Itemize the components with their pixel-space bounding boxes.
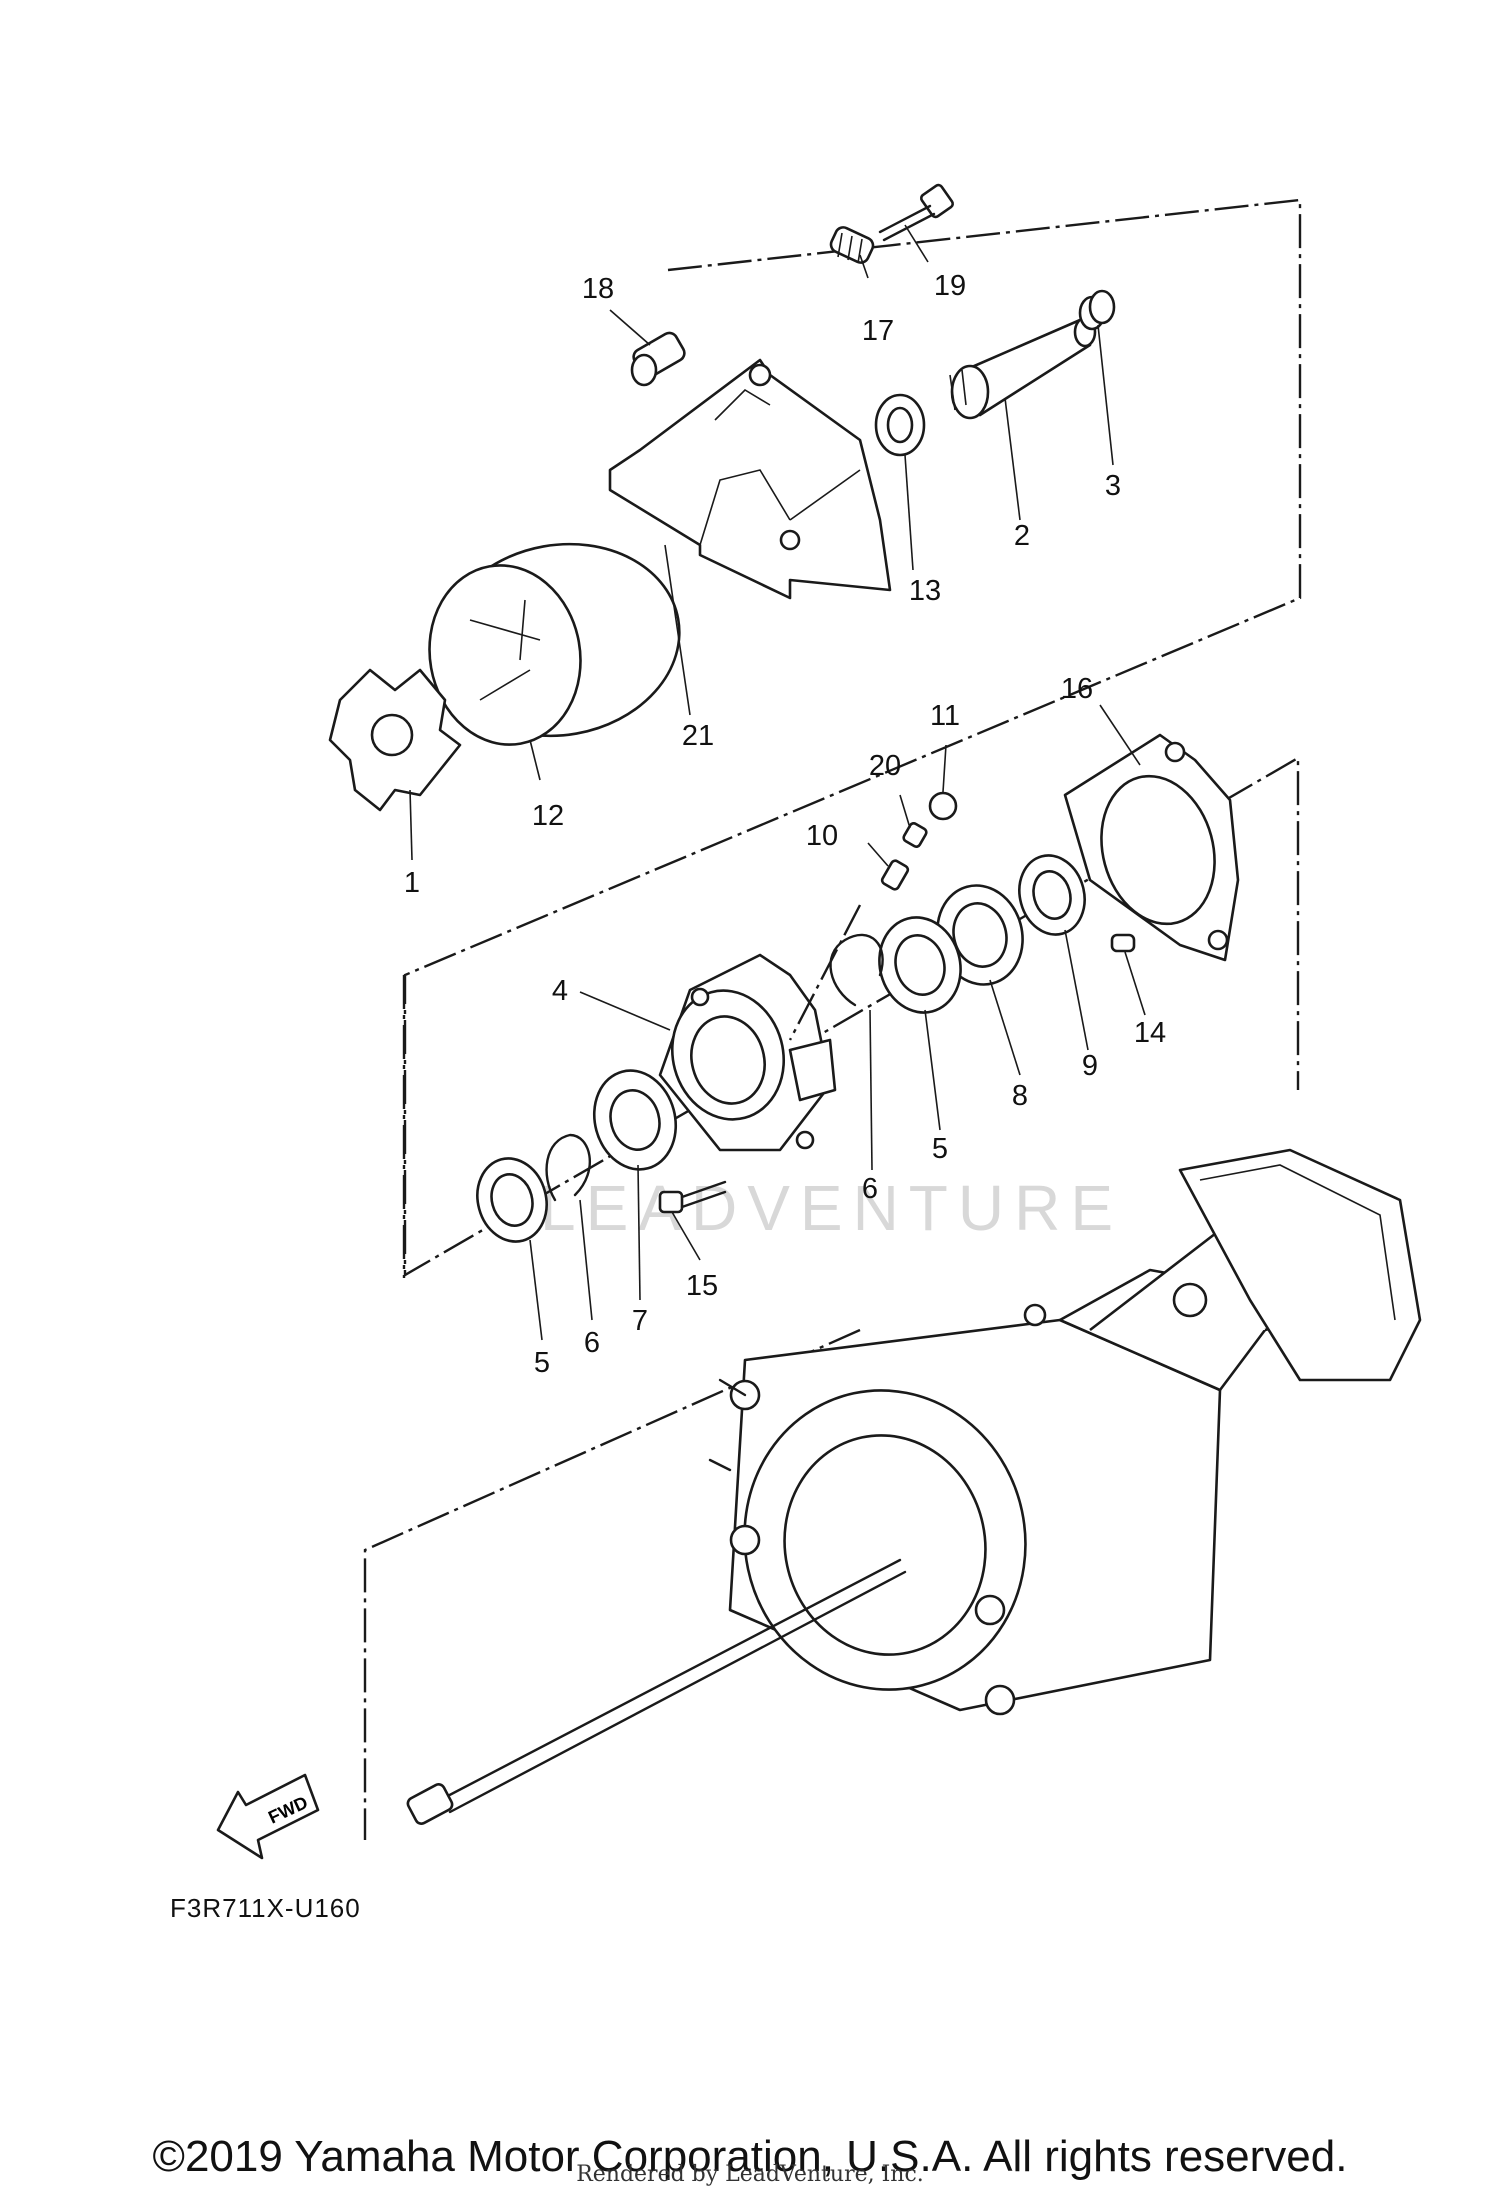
callout-14: 14 [1134, 1017, 1166, 1049]
seal-9 [1018, 854, 1086, 936]
callout-6-lower: 6 [584, 1327, 600, 1359]
callout-1: 1 [404, 867, 420, 899]
pin-14 [1110, 933, 1136, 953]
callout-17: 17 [862, 315, 894, 347]
cover-plate-21 [608, 358, 892, 600]
bearing-5-upper [878, 916, 962, 1014]
leader-lines [409, 224, 1146, 1341]
circlip-6-upper [829, 933, 884, 1007]
cap-11 [928, 791, 958, 821]
bolt-19 [878, 183, 955, 242]
callout-6-upper: 6 [862, 1173, 878, 1205]
callout-11: 11 [930, 700, 960, 732]
callout-4: 4 [552, 975, 568, 1007]
callout-3: 3 [1105, 470, 1121, 502]
callout-12: 12 [532, 800, 564, 832]
axis-line-10 [788, 904, 862, 1041]
lower-group-outline [363, 1328, 861, 1840]
drive-shaft [406, 1558, 907, 1825]
bearing-7 [592, 1069, 678, 1171]
bearing-housing-4 [658, 953, 837, 1152]
figure-code: F3R711X-U160 [170, 1893, 361, 1923]
hub-12 [428, 542, 681, 746]
grease-nipple-10 [880, 859, 910, 891]
fwd-arrow-icon: FWD [216, 1773, 320, 1860]
callout-15: 15 [686, 1270, 718, 1302]
callout-19: 19 [934, 270, 966, 302]
callout-7: 7 [632, 1305, 648, 1337]
fitting-20 [902, 822, 928, 848]
callout-21: 21 [682, 720, 714, 752]
callout-18: 18 [582, 273, 614, 305]
shaft-2 [949, 316, 1097, 420]
callout-9: 9 [1082, 1050, 1098, 1082]
callout-5-lower: 5 [534, 1347, 550, 1379]
callout-8: 8 [1012, 1080, 1028, 1112]
bolt-15 [658, 1180, 727, 1214]
callout-20: 20 [869, 750, 901, 782]
rendered-by-notice: Rendered by LeadVenture, Inc. [576, 2162, 924, 2187]
callout-13: 13 [909, 575, 941, 607]
callout-10: 10 [806, 820, 838, 852]
copyright-notice: ©2019 Yamaha Motor Corporation, U.S.A. A… [152, 2132, 1348, 2181]
collar-18 [630, 331, 686, 387]
watermark: LEADVENTURE [540, 1172, 1123, 1244]
callout-2: 2 [1014, 520, 1030, 552]
callout-5-upper: 5 [932, 1133, 948, 1165]
damper-1 [328, 668, 462, 812]
bearing-5-lower [476, 1157, 548, 1243]
callout-16: 16 [1061, 673, 1093, 705]
rings-3 [1078, 289, 1116, 331]
jet-pump-assembly [708, 1148, 1422, 1716]
housing-16 [1063, 733, 1240, 962]
circlip-6-lower [545, 1133, 591, 1202]
spring-17 [829, 226, 875, 264]
callout-labels: 1 2 3 4 5 5 6 6 7 8 9 10 11 12 13 14 15 … [404, 270, 1166, 1379]
washer-13 [874, 393, 926, 457]
